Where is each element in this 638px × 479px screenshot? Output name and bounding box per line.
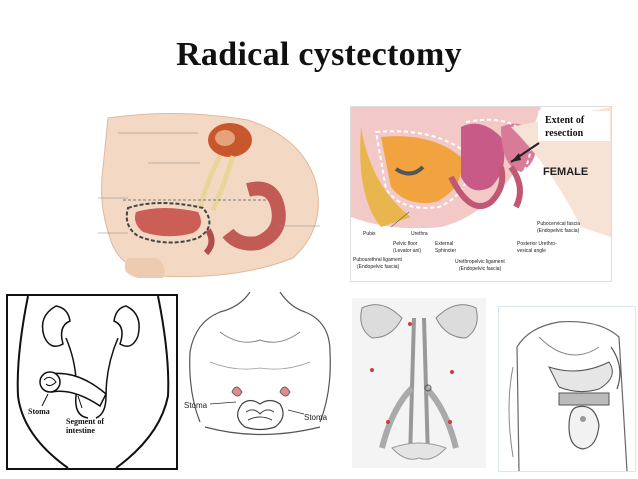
label-pubourethral-1: Pubourethral ligament xyxy=(353,257,403,263)
torso-sketch-drawing: Stoma Stoma xyxy=(184,292,331,436)
label-pubocervical-2: (Endopelvic fascia) xyxy=(537,228,580,234)
abdominal-schematic xyxy=(352,298,486,468)
label-urethropelvic-2: (Endopelvic fascia) xyxy=(459,266,502,272)
stoma-left-label: Stoma xyxy=(184,401,208,410)
extent-label-line1: Extent of xyxy=(545,115,585,126)
stoma-diagram: Stoma Segment of intestine xyxy=(6,294,178,470)
label-pubis: Pubis xyxy=(363,231,376,237)
patient-stoma-bag-sketch xyxy=(498,306,636,472)
label-external-2: Sphincter xyxy=(435,248,456,254)
segment-label-line1: Segment of xyxy=(66,417,104,426)
label-urethropelvic-1: Urethropelvic ligament xyxy=(455,259,505,265)
female-anatomy-drawing: Extent of resection FEMALE Pubis Urethra… xyxy=(351,107,611,281)
extent-label-line2: resection xyxy=(545,128,584,139)
female-label: FEMALE xyxy=(543,166,588,178)
patient-sketch-drawing xyxy=(508,320,628,471)
label-pubocervical-1: Pubocervical fascia xyxy=(537,221,580,227)
male-anatomy-illustration xyxy=(88,108,330,280)
label-pubourethral-2: (Endopelvic fascia) xyxy=(357,264,400,270)
torso-stoma-sketch: Stoma Stoma xyxy=(180,292,340,470)
slide-title: Radical cystectomy xyxy=(176,36,462,73)
label-external-1: External xyxy=(435,241,453,247)
label-urethra: Urethra xyxy=(411,231,428,237)
label-pelvic-floor-2: (Levator ani) xyxy=(393,248,421,254)
stoma-diagram-drawing: Stoma Segment of intestine xyxy=(16,296,170,468)
label-pelvic-floor-1: Pelvic floor xyxy=(393,241,418,247)
male-anatomy-drawing xyxy=(98,112,320,278)
label-posterior-2: vesical angle xyxy=(517,248,546,254)
stoma-right-label: Stoma xyxy=(304,413,328,422)
segment-label-line2: intestine xyxy=(66,426,95,435)
stoma-label: Stoma xyxy=(28,407,50,416)
abdominal-schematic-drawing xyxy=(352,298,486,468)
label-posterior-1: Posterior Urethro- xyxy=(517,241,557,247)
female-anatomy-illustration: Extent of resection FEMALE Pubis Urethra… xyxy=(350,106,612,282)
